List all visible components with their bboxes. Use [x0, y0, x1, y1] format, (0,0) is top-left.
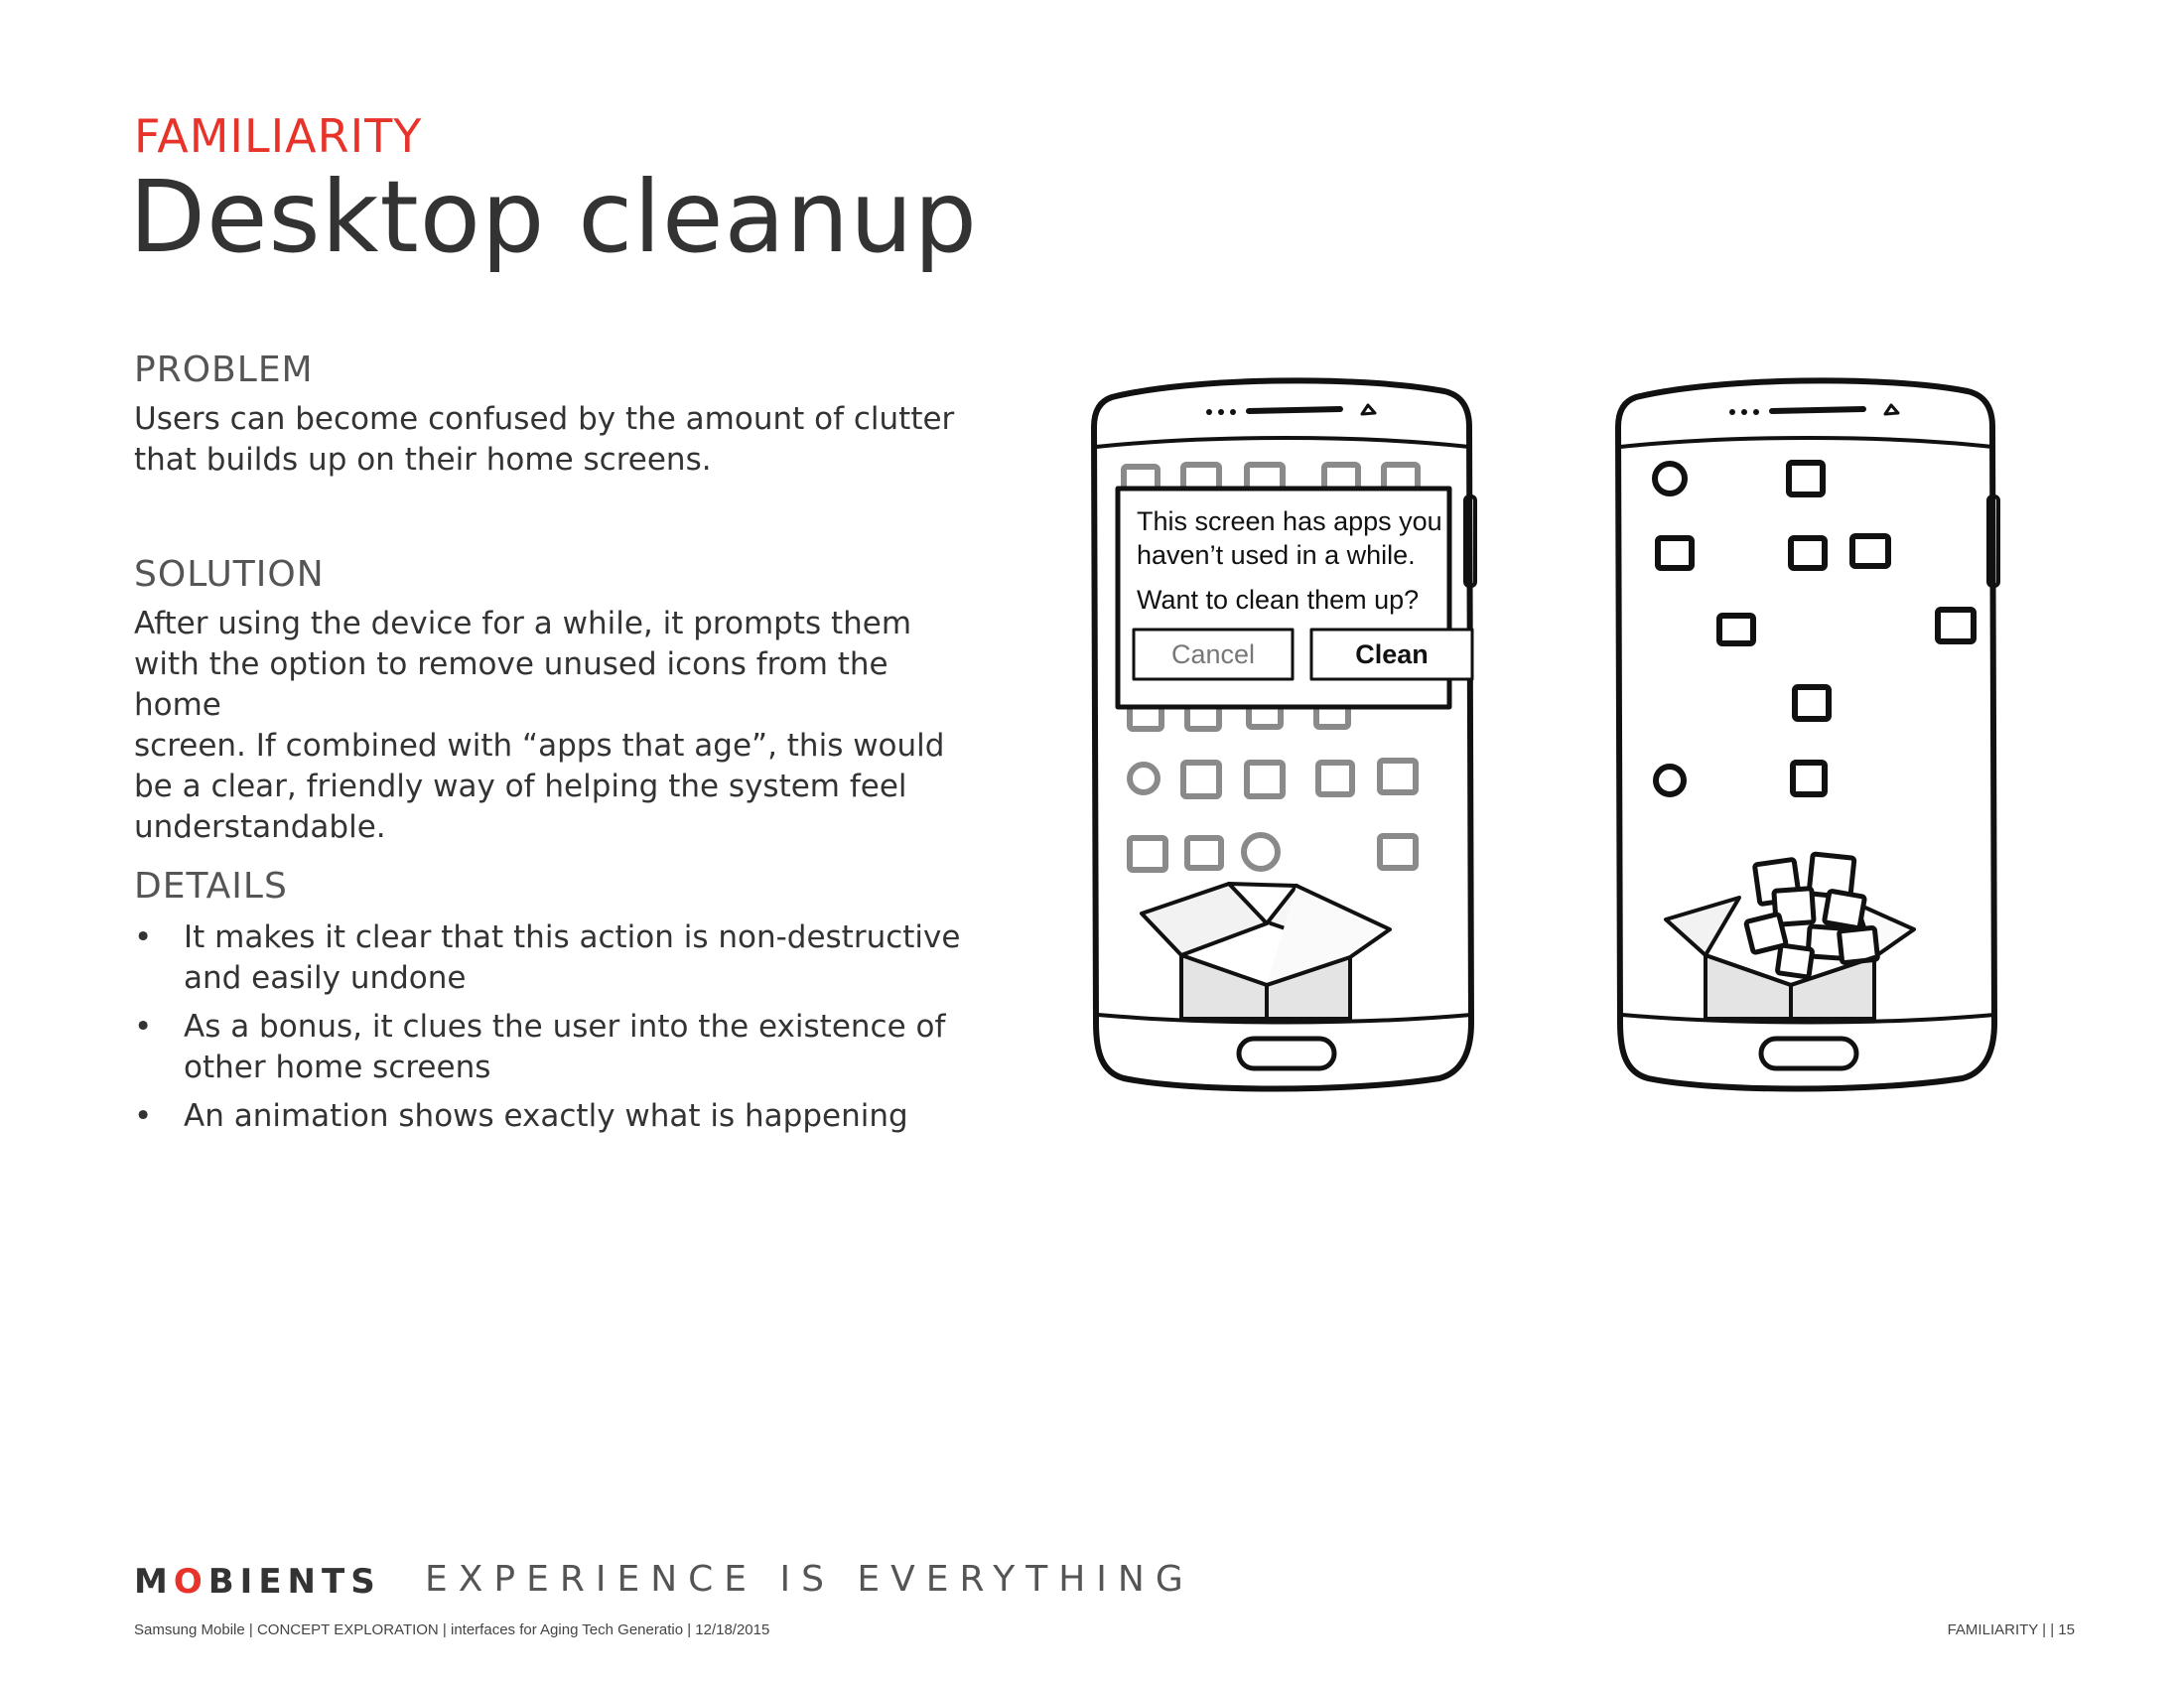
solution-line: with the option to remove unused icons f… — [134, 646, 888, 723]
list-item-line: and easily undone — [184, 960, 467, 996]
dialog-message-line: haven’t used in a while. — [1137, 540, 1416, 570]
solution-line: be a clear, friendly way of helping the … — [134, 769, 907, 804]
box-with-apps-icon — [1664, 851, 1916, 1021]
dialog-message-line: This screen has apps you — [1137, 506, 1442, 536]
problem-line: that builds up on their home screens. — [134, 442, 712, 478]
solution-line: understandable. — [134, 809, 386, 845]
problem-text: Users can become confused by the amount … — [134, 399, 958, 481]
footer-meta: Samsung Mobile | CONCEPT EXPLORATION | i… — [134, 1621, 770, 1638]
brand-logo-part: M — [134, 1562, 174, 1602]
solution-line: screen. If combined with “apps that age”… — [134, 728, 945, 764]
problem-heading: PROBLEM — [134, 350, 314, 390]
phone-before-cleanup: This screen has apps you haven’t used in… — [1091, 377, 1477, 1092]
list-item: • As a bonus, it clues the user into the… — [134, 1007, 968, 1088]
cancel-button-label: Cancel — [1171, 639, 1255, 669]
box-icon — [1140, 882, 1392, 1021]
details-list: • It makes it clear that this action is … — [134, 917, 968, 1145]
brand-logo-accent: O — [173, 1562, 208, 1602]
problem-line: Users can become confused by the amount … — [134, 401, 955, 437]
clean-button[interactable]: Clean — [1309, 628, 1474, 681]
solution-line: After using the device for a while, it p… — [134, 606, 912, 641]
bullet-icon: • — [134, 919, 153, 955]
bullet-icon: • — [134, 1098, 153, 1134]
brand-logo: MOBIENTS — [134, 1562, 381, 1602]
phone-after-cleanup — [1615, 377, 2000, 1092]
list-item-line: other home screens — [184, 1050, 491, 1085]
page-title: Desktop cleanup — [129, 159, 978, 275]
dialog-question: Want to clean them up? — [1137, 585, 1419, 615]
list-item-line: An animation shows exactly what is happe… — [184, 1098, 908, 1134]
page-number: FAMILIARITY | | 15 — [1947, 1621, 2075, 1638]
list-item: • An animation shows exactly what is hap… — [134, 1096, 968, 1137]
list-item-line: It makes it clear that this action is no… — [184, 919, 961, 955]
list-item: • It makes it clear that this action is … — [134, 917, 968, 999]
brand-tagline: EXPERIENCE IS EVERYTHING — [425, 1559, 1194, 1600]
brand-logo-part: BIENTS — [207, 1562, 381, 1602]
solution-text: After using the device for a while, it p… — [134, 604, 958, 848]
bullet-icon: • — [134, 1009, 153, 1045]
cleanup-dialog: This screen has apps you haven’t used in… — [1115, 486, 1474, 710]
clean-button-label: Clean — [1355, 639, 1429, 669]
phone-sketch-illustration: This screen has apps you haven’t used in… — [1091, 377, 2000, 1092]
remaining-app-icons — [1652, 460, 1977, 797]
section-eyebrow: FAMILIARITY — [134, 109, 423, 163]
details-heading: DETAILS — [134, 866, 288, 907]
cancel-button[interactable]: Cancel — [1132, 628, 1295, 681]
solution-heading: SOLUTION — [134, 554, 325, 595]
list-item-line: As a bonus, it clues the user into the e… — [184, 1009, 946, 1045]
